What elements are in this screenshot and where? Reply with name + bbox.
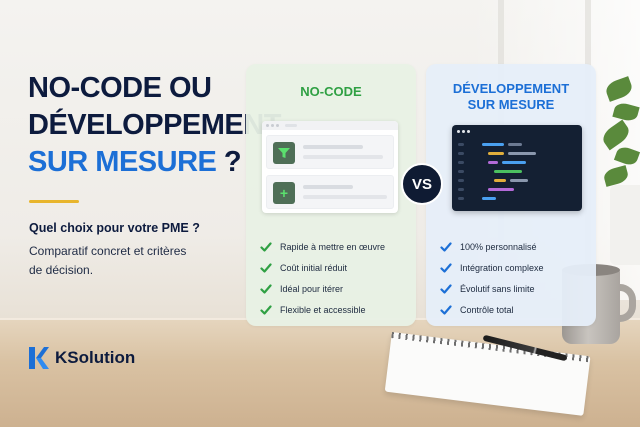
check-icon: [440, 304, 452, 315]
check-icon: [260, 283, 272, 294]
brand-logo[interactable]: KSolution: [29, 347, 135, 369]
list-item: Flexible et accessible: [260, 299, 385, 320]
subtitle-line-1: Comparatif concret et critères: [29, 244, 187, 258]
vs-badge: VS: [401, 163, 443, 205]
plant-pot: [610, 185, 640, 265]
feature-label: Coût initial réduit: [280, 262, 348, 273]
nocode-panel: NO-CODE + Rapide à mettre en œuvre Coût …: [246, 64, 416, 326]
title-line-2: DÉVELOPPEMENT: [28, 109, 281, 141]
list-item: Contrôle total: [440, 299, 544, 320]
custom-title-line-1: DÉVELOPPEMENT: [452, 81, 570, 96]
title-line-3: SUR MESURE ?: [28, 144, 248, 181]
title-line-1: NO-CODE OU: [28, 72, 212, 104]
nocode-features: Rapide à mettre en œuvre Coût initial ré…: [260, 236, 385, 320]
feature-label: Idéal pour itérer: [280, 283, 344, 294]
accent-divider: [29, 200, 79, 203]
feature-label: Évolutif sans limite: [460, 283, 535, 294]
custom-title: DÉVELOPPEMENT SUR MESURE: [426, 81, 596, 113]
feature-label: Contrôle total: [460, 304, 514, 315]
custom-title-line-2: SUR MESURE: [467, 97, 555, 112]
check-icon: [440, 262, 452, 273]
funnel-icon: [273, 142, 295, 164]
feature-label: 100% personnalisé: [460, 241, 537, 252]
list-item: Intégration complexe: [440, 257, 544, 278]
nocode-title: NO-CODE: [300, 84, 362, 99]
code-editor-mockup: [452, 125, 582, 211]
title-accent: SUR MESURE: [28, 146, 217, 178]
list-item: Évolutif sans limite: [440, 278, 544, 299]
list-item: Idéal pour itérer: [260, 278, 385, 299]
check-icon: [260, 304, 272, 315]
page-title: NO-CODE OU DÉVELOPPEMENT SUR MESURE ?: [28, 70, 281, 181]
check-icon: [260, 241, 272, 252]
plant: [596, 70, 640, 270]
check-icon: [440, 241, 452, 252]
title-suffix: ?: [216, 146, 242, 178]
mug-handle: [614, 284, 636, 322]
subtitle-line-2: de décision.: [29, 263, 94, 277]
feature-label: Intégration complexe: [460, 262, 544, 273]
list-item: Coût initial réduit: [260, 257, 385, 278]
nocode-mockup: +: [262, 121, 398, 213]
subtitle: Comparatif concret et critères de décisi…: [29, 242, 219, 280]
check-icon: [440, 283, 452, 294]
list-item: 100% personnalisé: [440, 236, 544, 257]
k-logo-icon: [29, 347, 49, 369]
custom-dev-panel: DÉVELOPPEMENT SUR MESURE 100% personnali…: [426, 64, 596, 326]
list-item: Rapide à mettre en œuvre: [260, 236, 385, 257]
question-text: Quel choix pour votre PME ?: [29, 221, 200, 235]
custom-features: 100% personnalisé Intégration complexe É…: [440, 236, 544, 320]
plus-icon: +: [273, 182, 295, 204]
feature-label: Rapide à mettre en œuvre: [280, 241, 386, 252]
brand-name: KSolution: [55, 348, 136, 367]
check-icon: [260, 262, 272, 273]
feature-label: Flexible et accessible: [280, 304, 366, 315]
